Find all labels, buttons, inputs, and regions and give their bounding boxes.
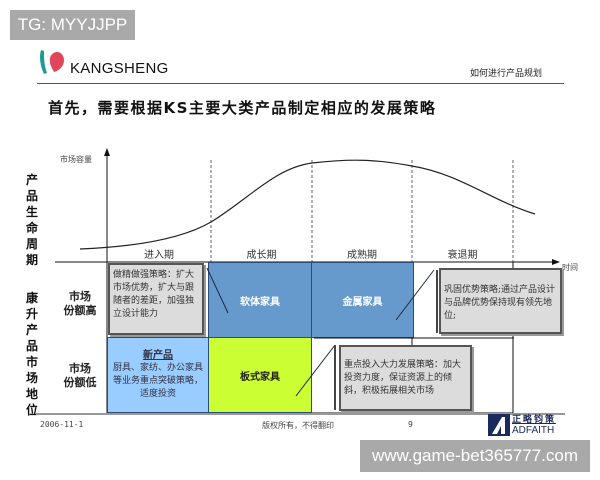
- footer-copyright: 版权所有，不得翻印: [262, 421, 334, 430]
- phase-maturity: 成熟期: [347, 250, 377, 261]
- cell-metal-furniture: 金属家具: [311, 262, 414, 338]
- y-axis-label: 市场容量: [60, 155, 92, 164]
- logo-text: KANGSHENG: [70, 60, 169, 77]
- phase-growth: 成长期: [246, 250, 277, 261]
- phase-decline: 衰退期: [447, 250, 478, 261]
- row-label-low: 市场 份额低: [63, 362, 97, 389]
- lifecycle-label: 产品生命周期: [25, 173, 38, 267]
- page-title: 首先，需要根据KS主要大类产品制定相应的发展策略: [48, 99, 437, 117]
- adfaith-logo-icon: [488, 414, 510, 436]
- footer-brand-cn: 正略钧策: [512, 415, 557, 425]
- note-consolidate-strategy: 巩固优势策略;通过产品设计与品牌优势保持现有领先地位;: [439, 268, 562, 334]
- footer-page-number: 9: [408, 420, 413, 429]
- cell-panel-furniture: 板式家具: [208, 337, 312, 413]
- row-label-high: 市场 份额高: [63, 290, 97, 317]
- x-axis-label: 时间: [562, 263, 578, 272]
- note-strengthen-strategy: 做精做强策略：扩大市场优势，扩大与跟随者的差距，加强独立设计能力: [108, 263, 204, 335]
- cell-soft-furniture: 软体家具: [208, 262, 312, 338]
- watermark-url: www.game-bet365777.com: [360, 440, 590, 472]
- phase-intro: 进入期: [144, 250, 174, 261]
- footer-date: 2006-11-1: [40, 420, 84, 429]
- header-divider: [37, 83, 564, 84]
- kangsheng-logo-icon: [40, 50, 64, 74]
- footer-brand-en: ADFAITH: [512, 425, 555, 436]
- market-position-label: 康升产品市场地位: [25, 291, 38, 417]
- note-invest-strategy: 重点投入大力发展策略：加大投资力度，保证资源上的倾斜，积极拓展相关市场: [339, 345, 472, 411]
- cell-new-product: 新产品 厨具、家纺、办公家具 等业务重点突破策略， 适度投资: [107, 337, 209, 413]
- watermark-tg: TG: MYYJJPP: [10, 10, 135, 40]
- section-title: 如何进行产品规划: [470, 69, 543, 79]
